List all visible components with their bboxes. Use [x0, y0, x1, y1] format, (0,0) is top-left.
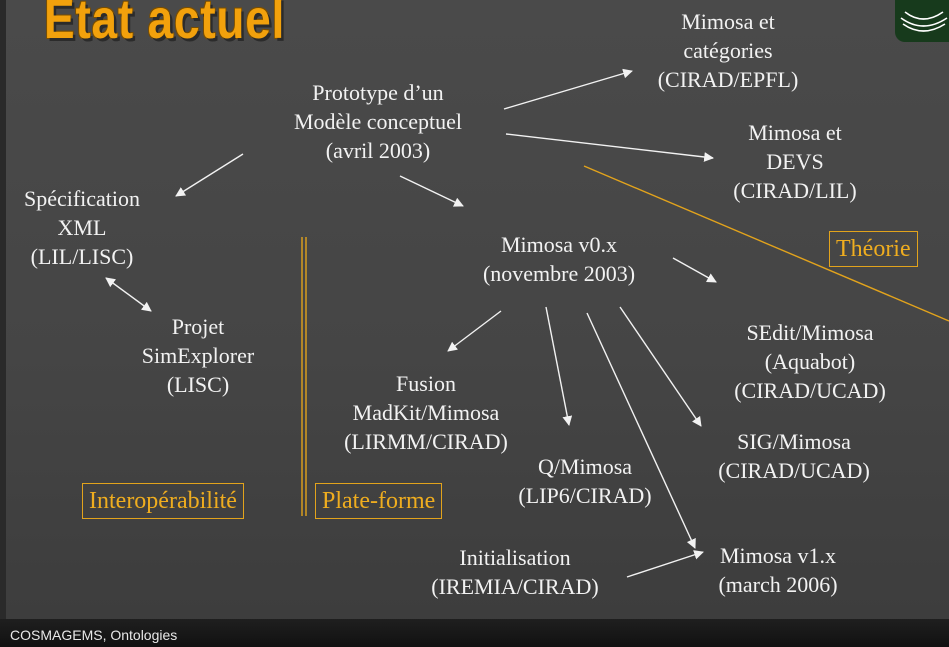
region-line-theorie — [583, 165, 949, 322]
node-sedit-mimosa: SEdit/Mimosa(Aquabot)(CIRAD/UCAD) — [734, 320, 886, 403]
edge-xml-simexplorer — [105, 277, 152, 312]
region-label-interoperabilite: Interopérabilité — [82, 483, 244, 519]
edge-mimosa-v0-sig — [619, 306, 702, 427]
footer-text: COSMAGEMS, Ontologies — [10, 627, 178, 643]
region-label-plateforme: Plate-forme — [315, 483, 443, 519]
edge-mimosa-v0-v1 — [586, 312, 696, 549]
slide-title: Etat actuel — [44, 0, 286, 50]
node-mimosa-v0: Mimosa v0.x(novembre 2003) — [482, 232, 636, 286]
logo-icon — [895, 0, 949, 42]
edge-prototype-devs — [505, 133, 714, 162]
edge-mimosa-v0-sedit — [672, 257, 717, 283]
edge-mimosa-v0-q — [545, 306, 573, 426]
region-label-theorie: Théorie — [829, 231, 918, 267]
edge-prototype-xml — [175, 153, 244, 197]
node-sig-mimosa: SIG/Mimosa(CIRAD/UCAD) — [718, 429, 870, 483]
node-q-mimosa: Q/Mimosa(LIP6/CIRAD) — [518, 454, 652, 508]
edge-mimosa-v0-fusion — [447, 310, 502, 352]
edge-prototype-categories — [503, 68, 633, 110]
footer-bar — [0, 619, 949, 647]
edge-prototype-mimosa-v0 — [399, 175, 464, 207]
slide-frame-left — [0, 0, 6, 647]
node-mimosa-v1: Mimosa v1.x(march 2006) — [718, 543, 838, 597]
edge-initialisation-v1 — [626, 550, 704, 578]
node-initialisation: Initialisation(IREMIA/CIRAD) — [431, 545, 599, 599]
